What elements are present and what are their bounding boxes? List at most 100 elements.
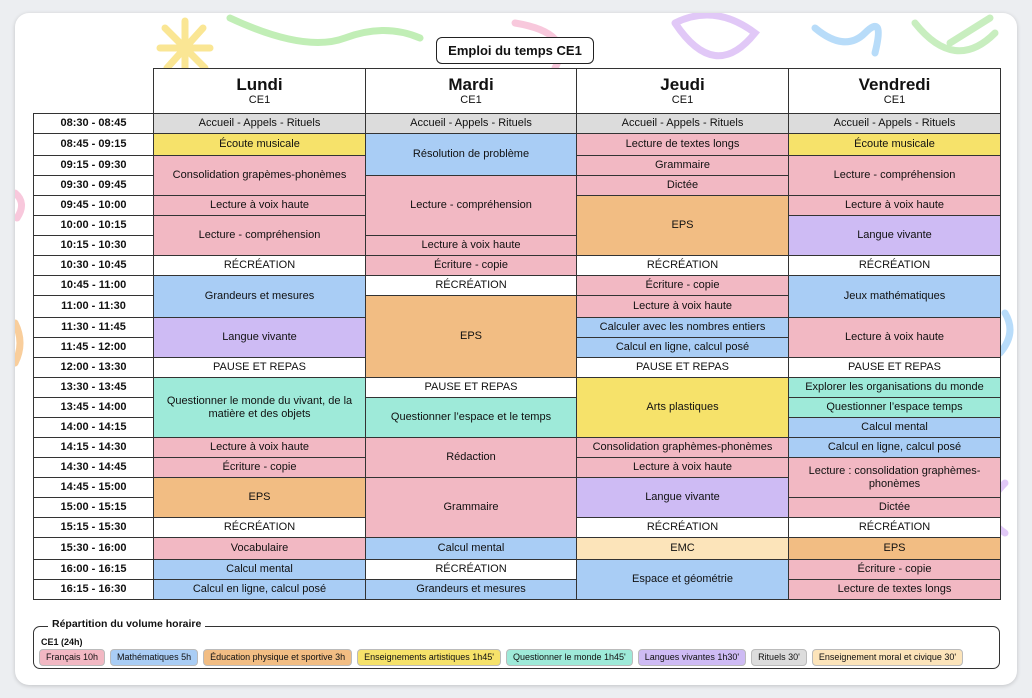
- lesson-cell: Écriture - copie: [788, 559, 1001, 580]
- timetable-row: 13:45 - 14:00 Questionner l’espace et le …: [33, 397, 1001, 438]
- lesson-cell: Lecture à voix haute: [576, 457, 789, 478]
- lesson-cell: Calculer avec les nombres entiers: [576, 317, 789, 338]
- lesson-cell: Espace et géométrie: [576, 559, 789, 600]
- day-name: Vendredi: [858, 75, 931, 94]
- lesson-cell: Explorer les organisations du monde: [788, 377, 1001, 398]
- time-slot: 14:00 - 14:15: [33, 417, 154, 438]
- lesson-cell: RÉCRÉATION: [576, 255, 789, 276]
- lesson-cell: Calcul mental: [153, 559, 366, 580]
- time-slot: 13:45 - 14:00: [33, 397, 154, 418]
- lesson-cell: EMC: [576, 537, 789, 560]
- time-slot: 14:15 - 14:30: [33, 437, 154, 458]
- lesson-cell: Langue vivante: [576, 477, 789, 518]
- lesson-cell: Lecture à voix haute: [365, 235, 577, 256]
- time-slot: 10:00 - 10:15: [33, 215, 154, 236]
- time-slot: 08:30 - 08:45: [33, 113, 154, 134]
- hours-legend: Répartition du volume horaire CE1 (24h) …: [33, 618, 1000, 669]
- time-slot: 10:30 - 10:45: [33, 255, 154, 276]
- lesson-cell: Calcul en ligne, calcul posé: [576, 337, 789, 358]
- time-slot: 14:30 - 14:45: [33, 457, 154, 478]
- time-slot: 11:45 - 12:00: [33, 337, 154, 358]
- lesson-cell: EPS: [576, 195, 789, 256]
- legend-chip: Français 10h: [39, 649, 106, 666]
- lesson-cell: Écoute musicale: [788, 133, 1001, 156]
- time-slot: 14:45 - 15:00: [33, 477, 154, 498]
- page-title: Emploi du temps CE1: [436, 37, 594, 64]
- day-class: CE1: [248, 94, 271, 106]
- lesson-cell: Langue vivante: [788, 215, 1001, 256]
- lesson-cell: Calcul en ligne, calcul posé: [788, 437, 1001, 458]
- lesson-cell: Vocabulaire: [153, 537, 366, 560]
- time-slot: 08:45 - 09:15: [33, 133, 154, 156]
- time-slot: 12:00 - 13:30: [33, 357, 154, 378]
- time-slot: 09:45 - 10:00: [33, 195, 154, 216]
- lesson-cell: Questionner le monde du vivant, de la ma…: [153, 377, 366, 438]
- lesson-cell: PAUSE ET REPAS: [365, 377, 577, 398]
- day-name: Lundi: [236, 75, 283, 94]
- lesson-cell: Lecture - compréhension: [153, 215, 366, 256]
- lesson-cell: RÉCRÉATION: [788, 517, 1001, 538]
- lesson-cell: Accueil - Appels - Rituels: [788, 113, 1001, 134]
- lesson-cell: Calcul en ligne, calcul posé: [153, 579, 366, 600]
- time-slot: 15:30 - 16:00: [33, 537, 154, 560]
- legend-chip: Mathématiques 5h: [110, 649, 199, 666]
- lesson-cell: RÉCRÉATION: [153, 255, 366, 276]
- lesson-cell: Questionner l’espace et le temps: [365, 397, 577, 438]
- lesson-cell: Écriture - copie: [365, 255, 577, 276]
- legend-chip: Rituels 30': [751, 649, 807, 666]
- lesson-cell: Grammaire: [576, 155, 789, 176]
- time-slot: 15:15 - 15:30: [33, 517, 154, 538]
- corner-cell: [34, 69, 154, 114]
- lesson-cell: Écriture - copie: [576, 275, 789, 296]
- lesson-cell: Écoute musicale: [153, 133, 366, 156]
- time-slot: 15:00 - 15:15: [33, 497, 154, 518]
- lesson-cell: Accueil - Appels - Rituels: [365, 113, 577, 134]
- lesson-cell: Lecture à voix haute: [788, 317, 1001, 358]
- lesson-cell: Calcul mental: [365, 537, 577, 560]
- lesson-cell: Lecture de textes longs: [788, 579, 1001, 600]
- day-class: CE1: [883, 94, 906, 106]
- lesson-cell: Questionner l’espace temps: [788, 397, 1001, 418]
- time-slot: 16:15 - 16:30: [33, 579, 154, 600]
- lesson-cell: PAUSE ET REPAS: [788, 357, 1001, 378]
- lesson-cell: RÉCRÉATION: [788, 255, 1001, 276]
- legend-chip: Enseignement moral et civique 30': [811, 649, 964, 666]
- lesson-cell: Résolution de problème: [365, 133, 577, 176]
- lesson-cell: Arts plastiques: [576, 377, 789, 438]
- legend-chip: Questionner le monde 1h45': [505, 649, 633, 666]
- lesson-cell: PAUSE ET REPAS: [153, 357, 366, 378]
- day-class: CE1: [460, 94, 482, 106]
- legend-chip: Langues vivantes 1h30': [637, 649, 747, 666]
- lesson-cell: Accueil - Appels - Rituels: [153, 113, 366, 134]
- lesson-cell: Grandeurs et mesures: [365, 579, 577, 600]
- lesson-cell: Grandeurs et mesures: [153, 275, 366, 318]
- lesson-cell: EPS: [153, 477, 366, 518]
- lesson-cell: Consolidation graphèmes-phonèmes: [576, 437, 789, 458]
- lesson-cell: EPS: [788, 537, 1001, 560]
- time-slot: 10:15 - 10:30: [33, 235, 154, 256]
- time-slot: 16:00 - 16:15: [33, 559, 154, 580]
- lesson-cell: Jeux mathématiques: [788, 275, 1001, 318]
- timetable-row: 10:15 - 10:30 Lecture à voix haute: [33, 235, 1001, 256]
- lesson-cell: Langue vivante: [153, 317, 366, 358]
- time-slot: 11:00 - 11:30: [33, 295, 154, 318]
- legend-class-label: CE1 (24h): [41, 637, 83, 647]
